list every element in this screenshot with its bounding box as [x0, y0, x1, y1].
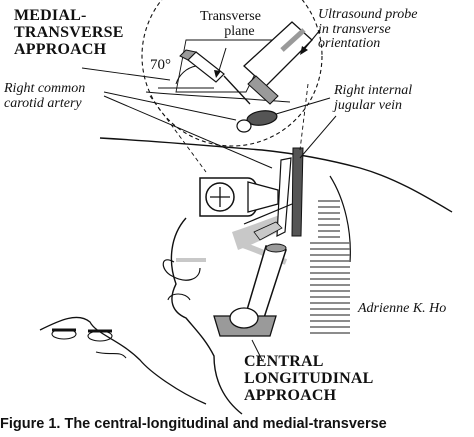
label-central-line2: LONGITUDINAL [244, 369, 374, 387]
probe-arrowhead [300, 46, 308, 55]
inset-circle [141, 0, 323, 147]
leader-plane-head [214, 70, 221, 78]
ear-shape [162, 259, 201, 281]
label-transverse-plane: Transverse plane [200, 9, 261, 39]
ear-shading [176, 258, 206, 262]
label-probe-line3: orientation [318, 36, 381, 52]
label-probe-line1: Ultrasound probe [318, 7, 418, 22]
hair-hatching-2 [318, 200, 340, 240]
label-medial-line3: APPROACH [14, 40, 107, 58]
face-profile [39, 316, 207, 405]
label-probe: Ultrasound probe in transverse orientati… [318, 7, 418, 52]
leader-medial [81, 67, 171, 81]
label-medial-transverse: MEDIAL- TRANSVERSE APPROACH [14, 7, 124, 58]
nose-shape [95, 351, 127, 359]
label-artist: Adrienne K. Ho [358, 301, 447, 316]
needle-tip-gray [253, 221, 283, 241]
inset-leader-left [149, 95, 207, 173]
hair-hatching [310, 238, 350, 338]
label-probe-line2: in transverse [318, 21, 391, 37]
angle-arc [175, 65, 197, 85]
label-transverse-line2: plane [224, 23, 255, 39]
figure-caption: Figure 1. The central-longitudinal and m… [0, 416, 387, 432]
label-transverse-line1: Transverse [200, 9, 261, 24]
needle-shaft [243, 203, 293, 225]
label-central-line1: CENTRAL [244, 353, 324, 370]
leader-carotid-1 [103, 91, 237, 121]
leader-plane [217, 47, 227, 75]
label-carotid-line1: Right common [4, 81, 86, 96]
neck-outline [99, 137, 453, 213]
label-central-line3: APPROACH [244, 386, 337, 404]
jugular-vein-long [291, 147, 304, 237]
label-angle: 70° [150, 57, 171, 73]
central-approach-leader [251, 339, 263, 361]
ear-shape-inner [167, 293, 191, 301]
label-medial-line1: MEDIAL- [14, 7, 87, 24]
label-central-longitudinal: CENTRAL LONGITUDINAL APPROACH [244, 353, 374, 404]
label-carotid-line2: carotid artery [4, 95, 82, 111]
inset-leader-right [299, 83, 309, 151]
label-jugular-line1: Right internal [334, 83, 413, 98]
probe-central-upper [199, 177, 279, 217]
label-medial-line2: TRANSVERSE [14, 23, 124, 41]
label-jugular-line2: jugular vein [334, 97, 403, 113]
probe-cap-lower [213, 307, 277, 337]
inset-syringe [179, 49, 251, 105]
leader-carotid-2 [103, 95, 273, 169]
shoulder-outline [329, 175, 351, 263]
carotid-artery-long [276, 157, 292, 237]
leader-jugular-1 [275, 97, 331, 115]
label-jugular: Right internal jugular vein [334, 83, 413, 113]
label-carotid: Right common carotid artery [4, 81, 86, 111]
leader-jugular-2 [299, 115, 337, 159]
carotid-cross [236, 119, 252, 133]
transverse-plane-box [175, 39, 273, 93]
